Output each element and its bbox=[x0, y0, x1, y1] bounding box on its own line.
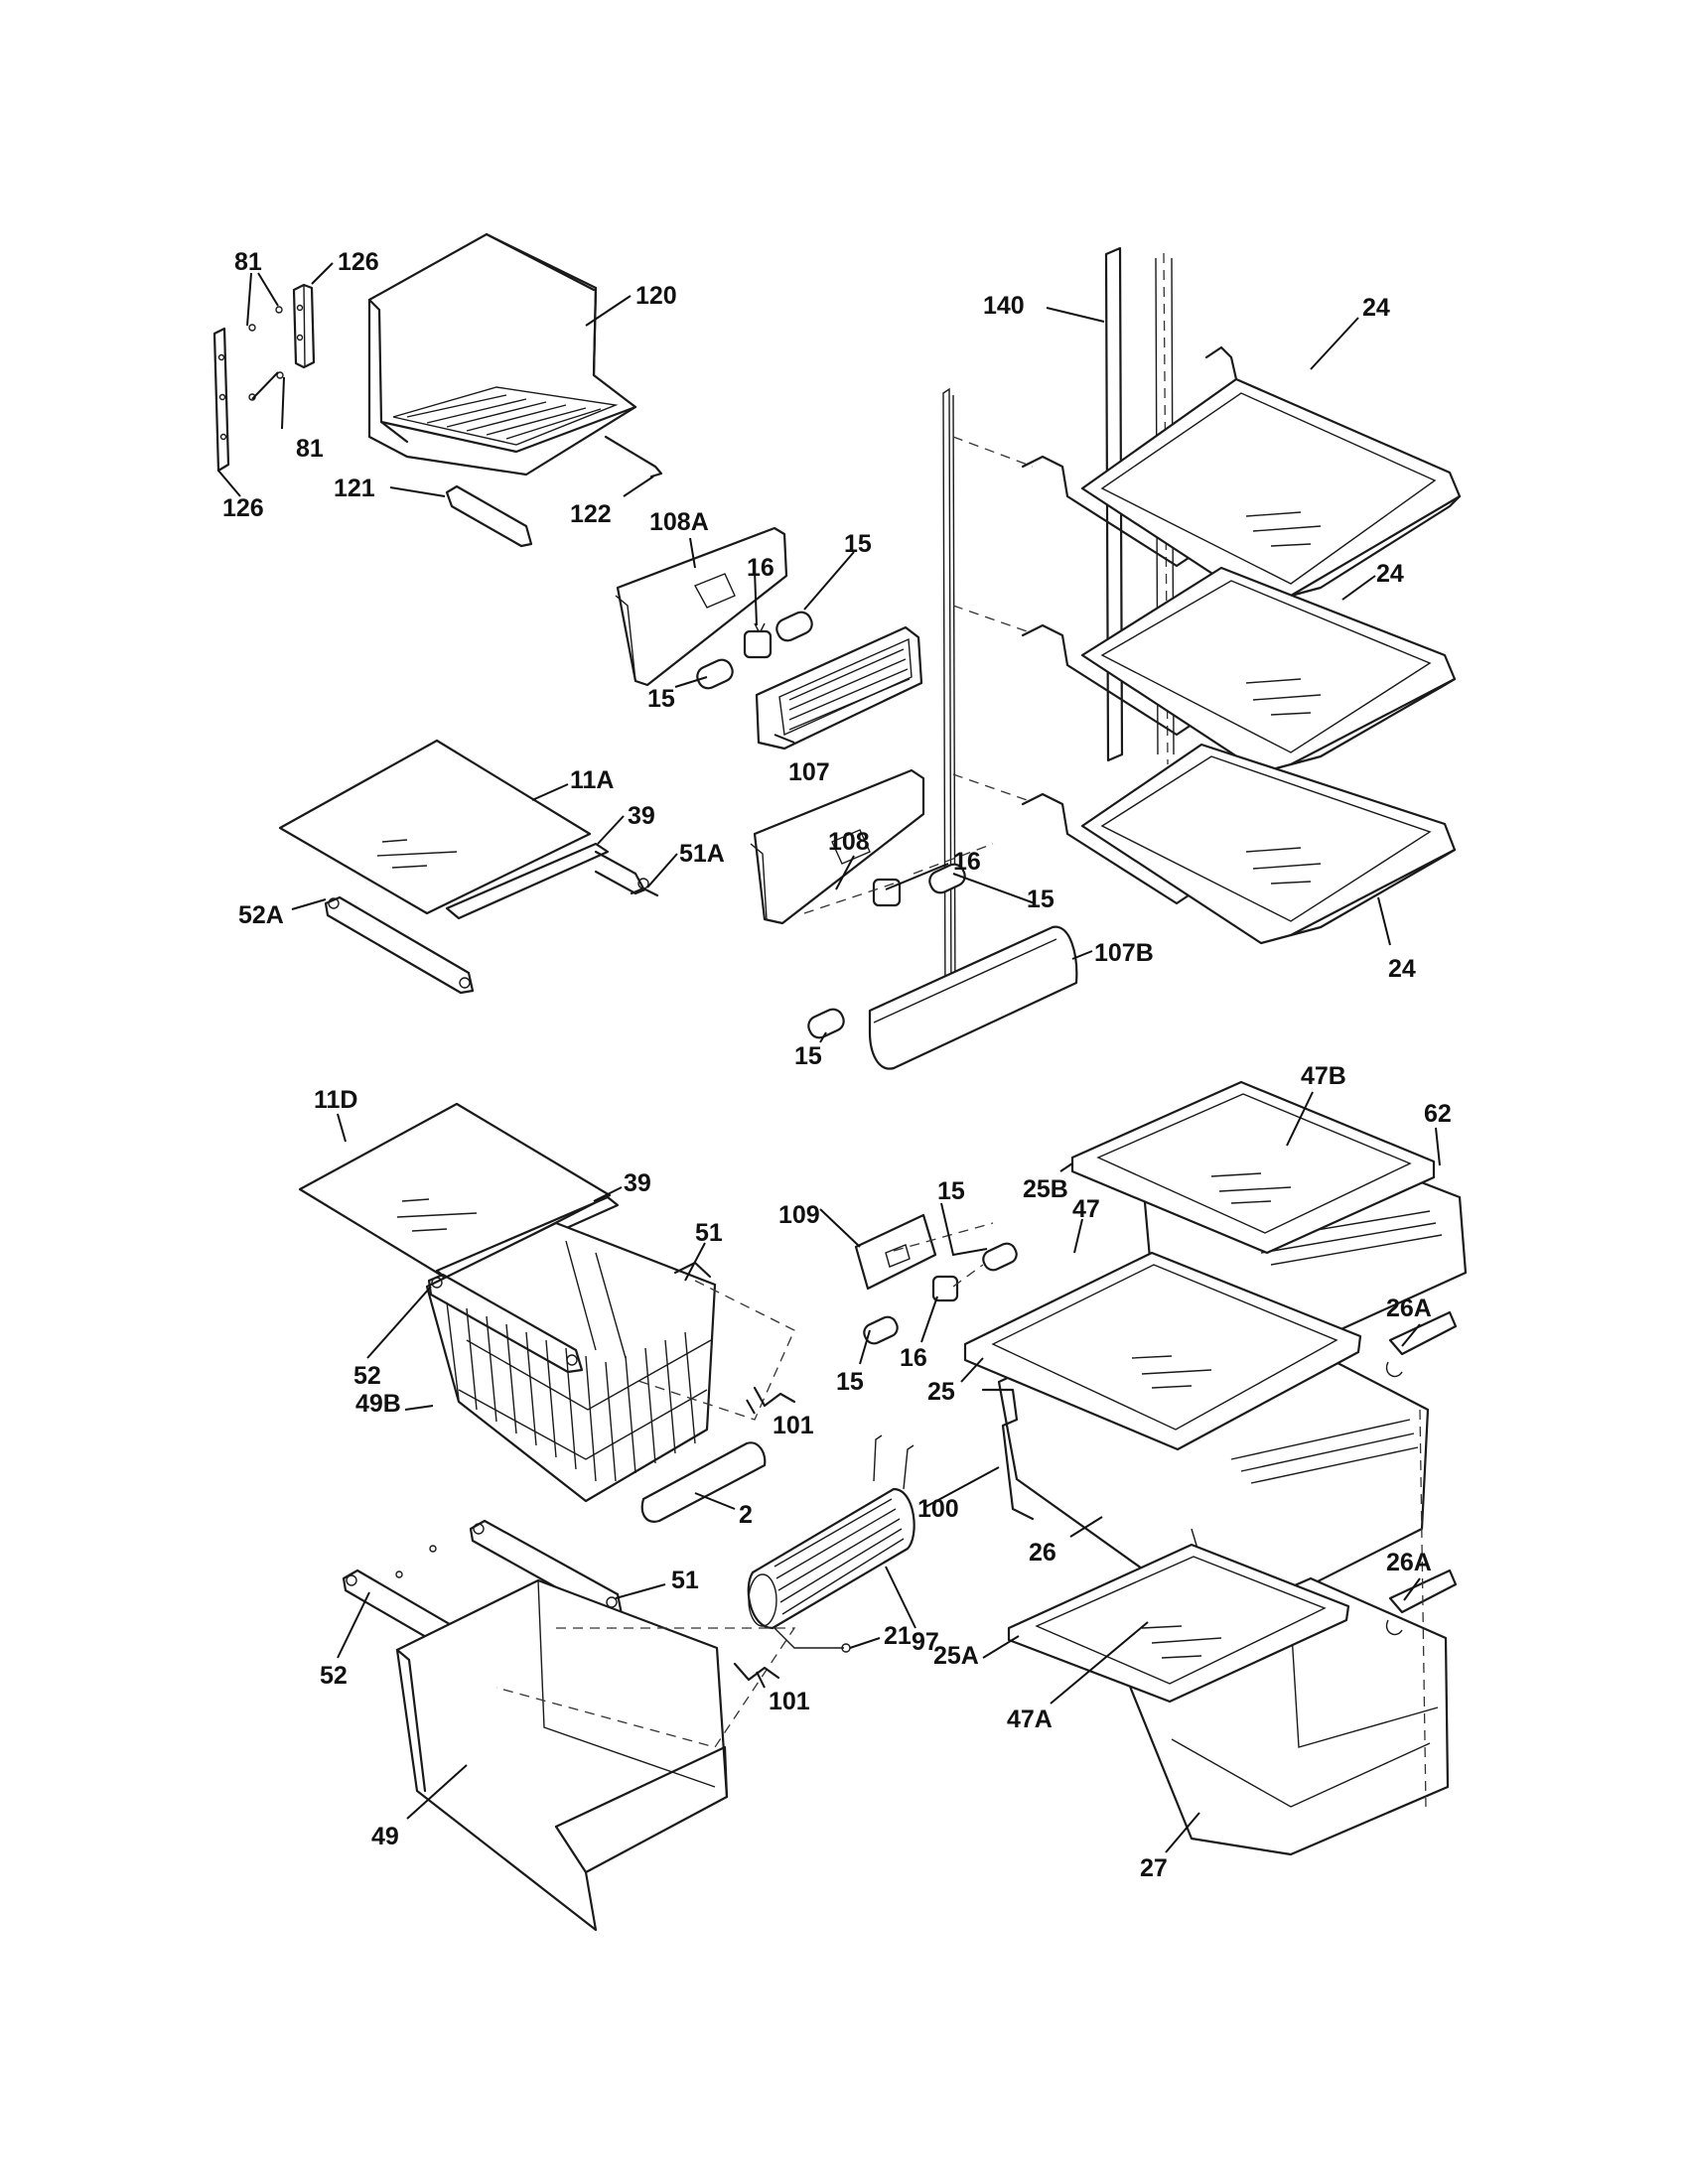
label-26A-a: 26A bbox=[1386, 1295, 1432, 1322]
bulb-15-lower-right bbox=[928, 863, 966, 894]
label-97: 97 bbox=[912, 1628, 939, 1656]
label-15-f: 15 bbox=[836, 1368, 864, 1396]
label-24-c: 24 bbox=[1388, 955, 1416, 983]
label-49B: 49B bbox=[355, 1390, 401, 1418]
frame-100 bbox=[981, 1388, 1035, 1521]
rail-121 bbox=[445, 484, 533, 548]
socket-16-upper bbox=[743, 622, 773, 659]
cover-47 bbox=[963, 1251, 1362, 1451]
label-81-top: 81 bbox=[234, 248, 262, 276]
label-52-a: 52 bbox=[353, 1362, 381, 1390]
label-16-b: 16 bbox=[953, 848, 981, 876]
label-108: 108 bbox=[828, 828, 870, 856]
socket-16-lower bbox=[872, 878, 902, 907]
label-39-b: 39 bbox=[624, 1169, 651, 1197]
light-housing-109 bbox=[854, 1213, 937, 1291]
label-15-e: 15 bbox=[937, 1177, 965, 1205]
slide-26A-upper bbox=[1385, 1310, 1458, 1378]
label-47B: 47B bbox=[1301, 1062, 1346, 1090]
label-121: 121 bbox=[334, 475, 375, 502]
label-15-c: 15 bbox=[1027, 886, 1055, 913]
label-24-a: 24 bbox=[1362, 294, 1390, 322]
part-labels: 81 126 120 140 24 81 126 121 122 108A 15… bbox=[222, 248, 1452, 1882]
clip-101-upper bbox=[753, 1386, 796, 1408]
heater-coil-97 bbox=[747, 1434, 915, 1649]
bulb-15-crisper-left bbox=[863, 1315, 899, 1345]
label-62: 62 bbox=[1424, 1100, 1452, 1128]
label-47: 47 bbox=[1072, 1195, 1100, 1223]
label-2: 2 bbox=[739, 1501, 753, 1529]
label-25A: 25A bbox=[933, 1642, 979, 1670]
bulb-15-upper-left bbox=[696, 658, 734, 690]
shelf-24-top bbox=[952, 345, 1462, 608]
label-107: 107 bbox=[788, 758, 830, 786]
label-16-c: 16 bbox=[900, 1344, 927, 1372]
bulb-15-upper-right bbox=[775, 611, 813, 642]
label-52A: 52A bbox=[238, 901, 284, 929]
label-81-bottom: 81 bbox=[296, 435, 324, 463]
cover-2 bbox=[640, 1441, 767, 1523]
label-122: 122 bbox=[570, 500, 612, 528]
bin-120 bbox=[367, 232, 663, 478]
shelf-24-bottom bbox=[952, 743, 1457, 945]
shelf-24-middle bbox=[952, 566, 1457, 774]
label-26A-b: 26A bbox=[1386, 1549, 1432, 1576]
light-housing-108A bbox=[615, 526, 788, 687]
wire-basket-49B bbox=[425, 1221, 717, 1503]
label-47A: 47A bbox=[1007, 1706, 1053, 1733]
label-108A: 108A bbox=[649, 508, 709, 536]
label-11D: 11D bbox=[314, 1086, 357, 1114]
rail-51A bbox=[594, 870, 659, 897]
lens-107 bbox=[755, 625, 923, 751]
rail-52-upper bbox=[427, 1273, 584, 1374]
label-126-top: 126 bbox=[338, 248, 379, 276]
label-109: 109 bbox=[778, 1201, 820, 1229]
label-52-b: 52 bbox=[320, 1662, 348, 1690]
label-15-a: 15 bbox=[844, 530, 872, 558]
label-101-a: 101 bbox=[773, 1412, 814, 1439]
label-120: 120 bbox=[635, 282, 677, 310]
bulb-15-lower-left bbox=[807, 1008, 845, 1039]
cover-47B bbox=[1070, 1080, 1436, 1255]
label-24-b: 24 bbox=[1376, 560, 1404, 588]
label-11A: 11A bbox=[570, 766, 614, 794]
slide-26A-lower bbox=[1385, 1569, 1458, 1636]
lens-107B bbox=[868, 925, 1078, 1070]
label-140: 140 bbox=[983, 292, 1025, 320]
label-25B: 25B bbox=[1023, 1175, 1068, 1203]
label-51A: 51A bbox=[679, 840, 725, 868]
label-51-a: 51 bbox=[695, 1219, 723, 1247]
rail-52A bbox=[324, 895, 475, 995]
label-100: 100 bbox=[917, 1495, 959, 1523]
label-101-b: 101 bbox=[769, 1688, 810, 1715]
label-25: 25 bbox=[927, 1378, 955, 1406]
label-27: 27 bbox=[1140, 1854, 1168, 1882]
label-21: 21 bbox=[884, 1622, 912, 1650]
label-15-b: 15 bbox=[647, 685, 675, 713]
label-51-b: 51 bbox=[671, 1567, 699, 1594]
bin-49 bbox=[395, 1578, 729, 1932]
glass-shelf-11D bbox=[298, 1102, 612, 1281]
bracket-126-right bbox=[292, 283, 316, 369]
label-49: 49 bbox=[371, 1823, 399, 1850]
label-107B: 107B bbox=[1094, 939, 1154, 967]
bracket-126-left bbox=[212, 327, 230, 473]
standard-rear bbox=[942, 387, 956, 1019]
glass-shelf-11A bbox=[278, 739, 592, 915]
screws-lower-left bbox=[395, 1545, 437, 1578]
label-126-bottom: 126 bbox=[222, 494, 264, 522]
label-39-a: 39 bbox=[628, 802, 655, 830]
label-15-d: 15 bbox=[794, 1042, 822, 1070]
light-housing-108 bbox=[750, 768, 925, 925]
cover-47A bbox=[1007, 1543, 1350, 1704]
label-16-a: 16 bbox=[747, 554, 774, 582]
label-26: 26 bbox=[1029, 1539, 1056, 1567]
leader-lines bbox=[217, 262, 1441, 1853]
socket-16-crisper bbox=[931, 1275, 959, 1302]
bulb-15-crisper-right bbox=[982, 1242, 1018, 1272]
